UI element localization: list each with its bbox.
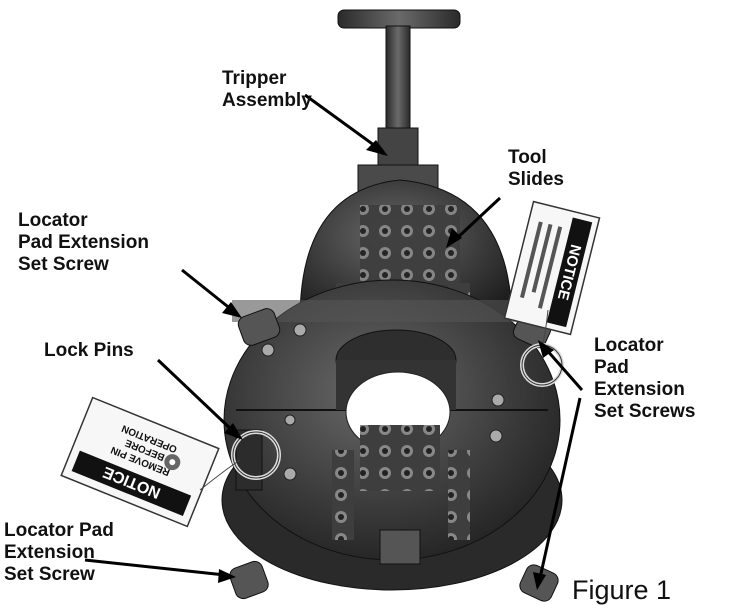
t-handle (337, 9, 461, 169)
set-screw-bottom-left (229, 560, 269, 600)
figure-caption: Figure 1 (572, 575, 672, 605)
set-screw-top-left (237, 308, 281, 346)
ring-holes (261, 323, 505, 481)
arrow-set-screw-top-left (181, 268, 233, 312)
label-tool-slides: Tool Slides (508, 147, 564, 190)
notice-tag-left: NOTICE REMOVE PIN BEFORE OPERATION (60, 396, 220, 528)
arrow-tool-slides (453, 196, 502, 242)
lock-pin-ring (231, 429, 281, 491)
upper-bolt-array (360, 205, 460, 285)
arrow-set-screw-bottom-left (84, 558, 226, 577)
arrow-set-screws-right-lower (538, 397, 582, 579)
lower-bolt-array (360, 425, 440, 491)
notice-tag-right: NOTICE (503, 200, 601, 336)
arrow-set-screws-right-upper (543, 347, 584, 391)
lower-bolt-column-left (332, 450, 354, 540)
leader-arrows (84, 93, 584, 579)
drive-gear (379, 529, 421, 565)
label-tripper-assembly: Tripper Assembly (222, 68, 312, 111)
label-locator-pad-extension-bottom-left: Locator Pad Extension Set Screw (4, 520, 114, 585)
arrow-lock-pins (156, 358, 236, 434)
left-tag-string (199, 459, 241, 491)
label-locator-pad-extension-top-left: Locator Pad Extension Set Screw (18, 210, 149, 275)
arrow-heads (218, 140, 554, 590)
label-lock-pins: Lock Pins (44, 340, 134, 361)
lower-bolt-column-right (448, 450, 470, 540)
label-locator-pad-extension-right: Locator Pad Extension Set Screws (594, 335, 696, 422)
arrow-tripper (304, 93, 379, 150)
